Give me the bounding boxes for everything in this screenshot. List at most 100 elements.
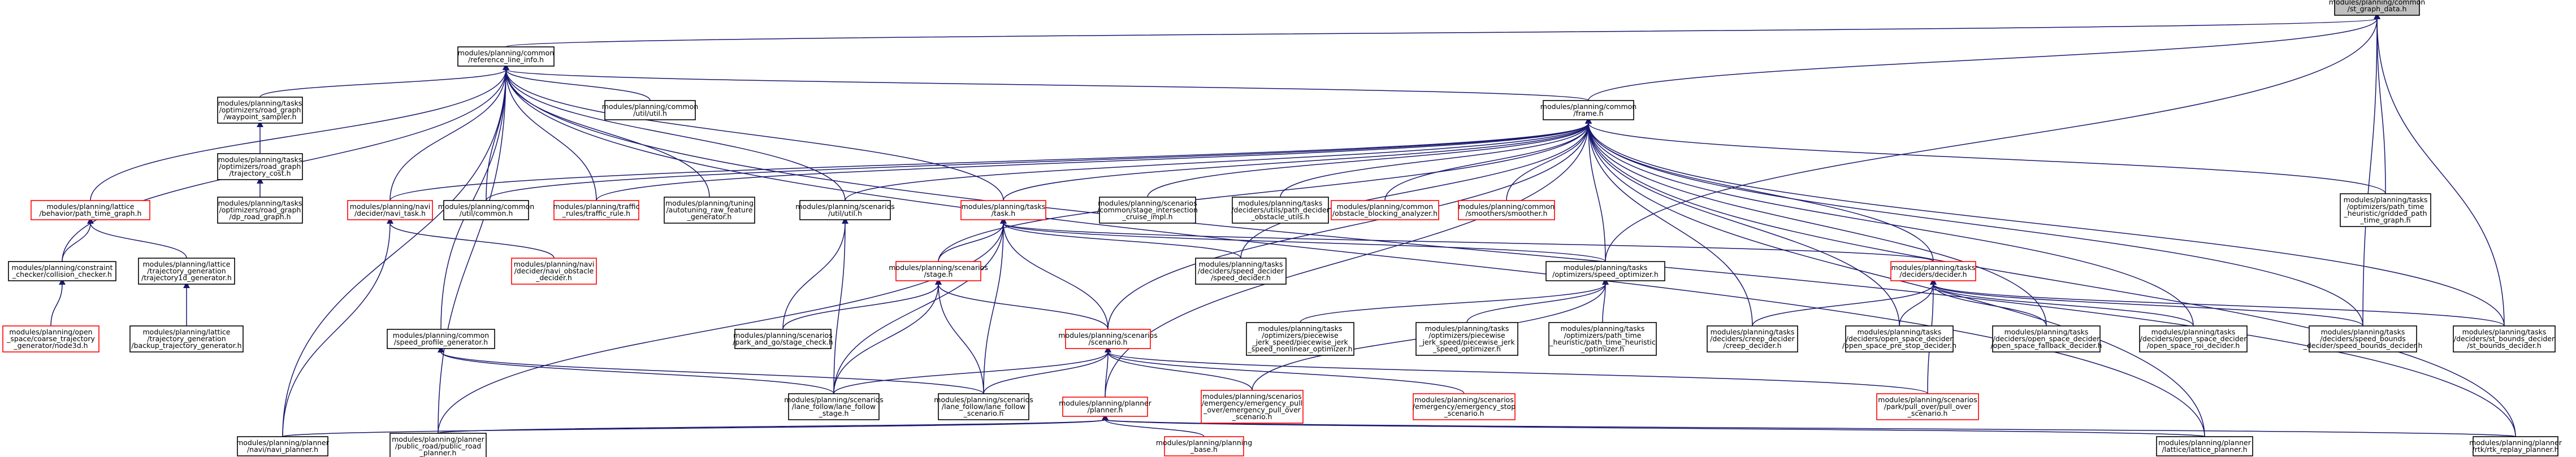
node-utilcommon[interactable]: modules/planning/common/util/common.h (438, 200, 534, 220)
node-box (2453, 325, 2556, 352)
node-speedbounds[interactable]: modules/planning/tasks/deciders/speed_bo… (2303, 325, 2423, 352)
node-box (1545, 261, 1665, 281)
edge-stbounds-to-root (2374, 12, 2505, 327)
edge-openroi-to-decider (1930, 278, 2194, 327)
node-box (1232, 197, 1329, 224)
node-speedprofile[interactable]: modules/planning/common/speed_profile_ge… (387, 329, 495, 349)
node-waypoint[interactable]: modules/planning/tasks/optimizers/road_g… (217, 97, 303, 124)
node-parkgarage[interactable]: modules/planning/scenarios/park_and_go/s… (733, 329, 833, 349)
node-pwjerk[interactable]: modules/planning/tasks/optimizers/piecew… (1415, 322, 1518, 356)
node-box (1246, 322, 1354, 356)
node-pathtimegraph[interactable]: modules/planning/lattice/behavior/path_t… (31, 200, 150, 220)
node-label-line: /speed_decider.h (1211, 273, 1271, 282)
edge-rtk-to-ref (503, 63, 2516, 437)
node-creep[interactable]: modules/planning/tasks/deciders/creep_de… (1707, 325, 1798, 352)
node-label-line: _cruise_impl.h (1122, 212, 1172, 221)
node-box (938, 393, 1029, 420)
node-speeddecider[interactable]: modules/planning/tasks/deciders/speed_de… (1195, 258, 1287, 285)
node-box (347, 200, 433, 220)
node-rtk[interactable]: modules/planning/planner/rtk/rtk_replay_… (2469, 436, 2562, 456)
node-navip[interactable]: modules/planning/planner/navi/navi_plann… (236, 436, 330, 456)
edge-pwjerkopt-to-speedopt (1300, 278, 1609, 323)
edge-lfstage-to-stage (833, 278, 942, 394)
edge-navitask-to-frame (389, 117, 1592, 201)
node-label-line: /common/stage_intersection (1097, 206, 1198, 214)
node-emergstop[interactable]: modules/planning/scenarios/emergency/eme… (1413, 393, 1516, 420)
node-label-line: /optimizers/path_time (1564, 331, 1642, 340)
node-label-line: /trajectory1d_generator.h (141, 273, 232, 282)
edge-stbounds-to-frame (1585, 117, 2505, 327)
node-label-line: _optimizer.h (1581, 345, 1624, 353)
node-ref[interactable]: modules/planning/common/reference_line_i… (457, 46, 555, 67)
edge-collision-to-pathtimegraph (62, 217, 94, 262)
node-box (389, 433, 487, 457)
node-tuning[interactable]: modules/planning/tuning/autotuning_raw_f… (664, 197, 755, 224)
node-navistatic[interactable]: modules/planning/navi/decider/navi_obsta… (511, 258, 597, 285)
node-openprestop[interactable]: modules/planning/tasks/deciders/open_spa… (1842, 325, 1956, 352)
node-commonutil[interactable]: modules/planning/common/util/util.h (602, 100, 698, 120)
node-lfstage[interactable]: modules/planning/scenarios/lane_follow/l… (784, 393, 884, 420)
node-lfscen[interactable]: modules/planning/scenarios/lane_follow/l… (934, 393, 1033, 420)
node-root[interactable]: modules/planning/common/st_graph_data.h (2329, 0, 2425, 16)
edge-pwjerk-to-speedopt (1466, 278, 1609, 323)
node-label-line: /waypoint_sampler.h (224, 112, 297, 121)
node-stbounds[interactable]: modules/planning/tasks/deciders/st_bound… (2453, 325, 2556, 352)
edge-utilcommon-to-frame (486, 117, 1592, 201)
node-openfallback[interactable]: modules/planning/tasks/deciders/open_spa… (1990, 325, 2102, 352)
node-task[interactable]: modules/planning/tasks/task.h (960, 200, 1046, 220)
node-timegraph[interactable]: modules/planning/tasks/optimizers/path_t… (2340, 193, 2431, 227)
node-label-line: modules/planning/tasks (1258, 324, 1343, 333)
node-label-line: /util/util.h (828, 209, 862, 217)
node-pwjerkopt[interactable]: modules/planning/tasks/optimizers/piecew… (1246, 322, 1354, 356)
edge-speedopt-to-root (1605, 12, 2380, 262)
node-planner[interactable]: modules/planning/planner/planner.h (1059, 397, 1152, 417)
node-label-line: /task.h (992, 209, 1015, 217)
node-lattice[interactable]: modules/planning/planner/lattice/lattice… (2156, 436, 2253, 456)
node-box (443, 200, 529, 220)
node-base[interactable]: modules/planning/planning_base.h (1156, 436, 1252, 456)
node-label-line: /util/util.h (633, 109, 667, 117)
edge-openfallback-to-decider (1930, 278, 2047, 327)
node-box (1992, 325, 2101, 352)
node-trafficrule[interactable]: modules/planning/traffic_rules/traffic_r… (553, 200, 640, 220)
node-box (960, 200, 1046, 220)
node-label-line: modules/planning/common (458, 49, 554, 57)
edge-lfstage-to-task (833, 217, 1007, 394)
node-label-line: _scenario.h (963, 409, 1004, 417)
node-openroi[interactable]: modules/planning/tasks/deciders/open_spa… (2139, 325, 2248, 352)
node-pathdecider[interactable]: modules/planning/tasks/deciders/utils/pa… (1231, 197, 1330, 224)
node-label-line: modules/planning/scenarios (795, 202, 894, 211)
node-openspace[interactable]: modules/planning/open_space/coarse_traje… (2, 325, 99, 352)
node-label-line: _decider/speed_bounds_decider.h (2303, 341, 2423, 350)
node-speedopt[interactable]: modules/planning/tasks/optimizers/speed_… (1545, 261, 1665, 281)
node-label-line: modules/planning/tasks (2321, 328, 2405, 336)
node-emergpull[interactable]: modules/planning/scenarios/emergency/eme… (1201, 390, 1304, 424)
node-scenutil[interactable]: modules/planning/scenarios/util/util.h (795, 200, 895, 220)
node-stage[interactable]: modules/planning/scenarios/stage.h (889, 261, 988, 281)
edge-commonutil-to-ref (503, 63, 651, 101)
edge-ref-to-root (505, 12, 2380, 47)
node-label-line: modules/planning/tasks (1199, 260, 1283, 268)
node-label-line: /dp_road_graph.h (229, 212, 291, 221)
node-scenario[interactable]: modules/planning/scenarios/scenario.h (1058, 329, 1158, 349)
node-navitask[interactable]: modules/planning/navi/decider/navi_task.… (347, 200, 433, 220)
node-backup[interactable]: modules/planning/lattice/trajectory_gene… (129, 325, 244, 352)
node-decider[interactable]: modules/planning/tasks/deciders/decider.… (1890, 261, 1976, 281)
node-pathtimeopt[interactable]: modules/planning/tasks/optimizers/path_t… (1548, 322, 1657, 356)
node-label-line: /creep_decider.h (1724, 341, 1782, 350)
node-stageint[interactable]: modules/planning/scenarios/common/stage_… (1097, 197, 1198, 224)
node-collision[interactable]: modules/planning/constraint_checker/coll… (8, 261, 116, 281)
node-frame[interactable]: modules/planning/common/frame.h (1540, 100, 1636, 120)
edge-stage-to-frame (938, 117, 1592, 262)
node-dpstgraph[interactable]: modules/planning/tasks/optimizers/road_g… (217, 197, 303, 224)
node-obstblock[interactable]: modules/planning/common/obstacle_blockin… (1331, 200, 1439, 220)
node-pullover[interactable]: modules/planning/scenarios/park/pull_ove… (1876, 393, 1979, 420)
node-traj1d[interactable]: modules/planning/lattice/trajectory_gene… (138, 258, 235, 285)
node-publicroad[interactable]: modules/planning/planner/public_road/pub… (389, 433, 487, 457)
node-trajcost[interactable]: modules/planning/tasks/optimizers/road_g… (217, 153, 303, 180)
node-label-line: _scenario.h (1907, 409, 1948, 417)
node-smoother[interactable]: modules/planning/common/smoothers/smooth… (1458, 200, 1555, 220)
node-label-line: modules/planning/tasks (2151, 328, 2236, 336)
node-label-line: /open_space_pre_stop_decider.h (1842, 341, 1956, 350)
